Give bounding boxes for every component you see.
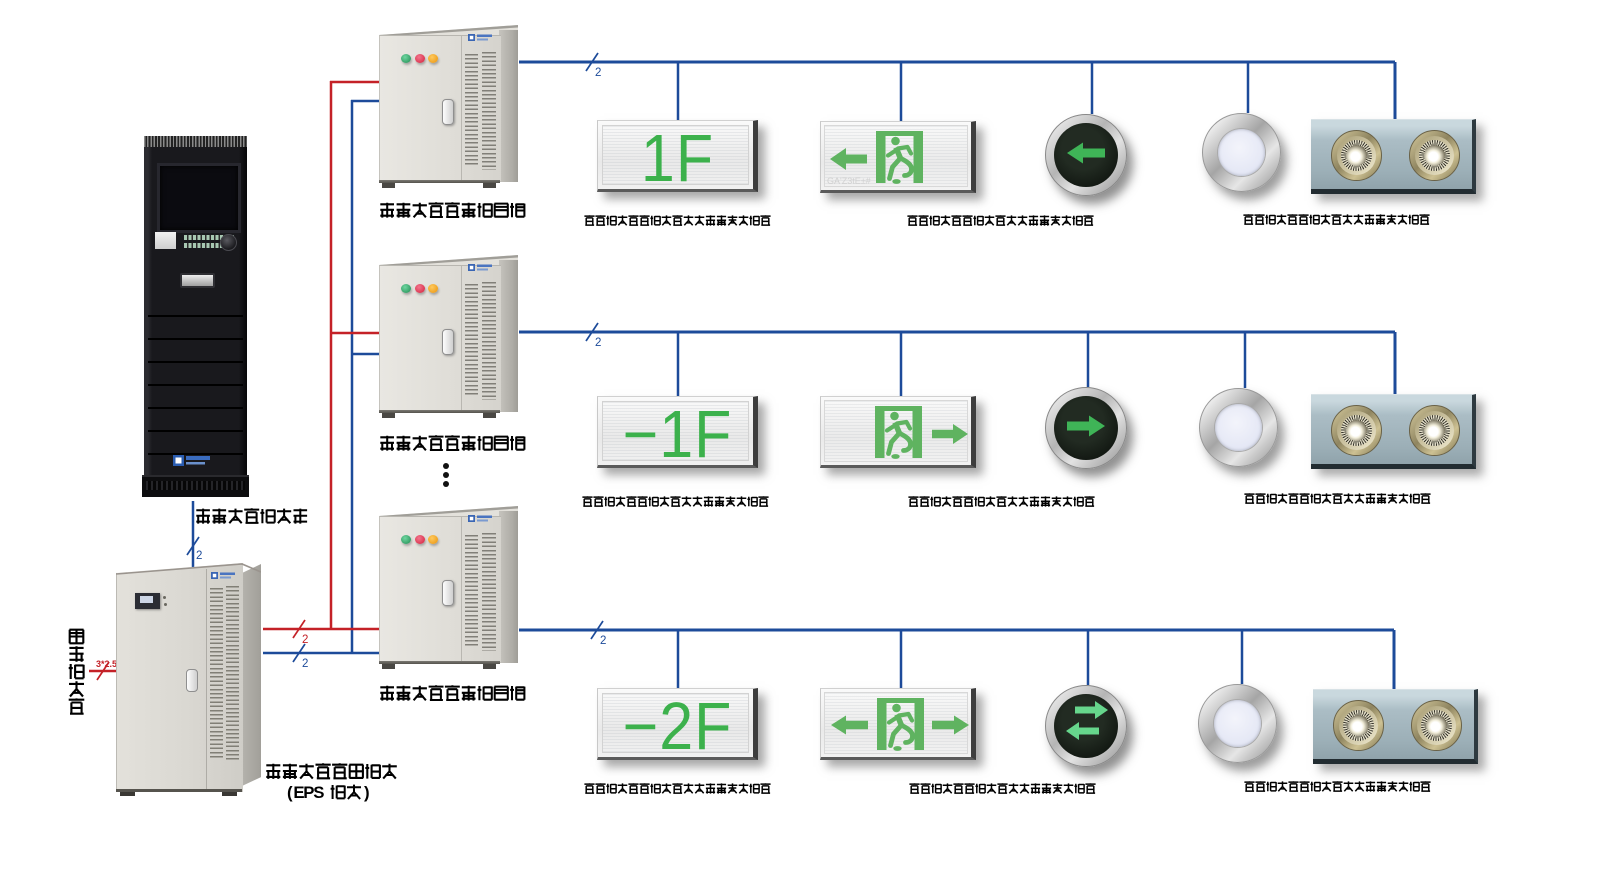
svg-text:(: ( [287,783,293,802]
svg-text:P: P [303,783,314,802]
svg-text:S: S [313,783,324,802]
svg-text:GA'Z3tE±#: GA'Z3tE±# [827,176,871,186]
svg-text:3*2.5: 3*2.5 [96,659,117,669]
svg-text:2: 2 [600,635,606,647]
svg-text:2: 2 [302,634,308,646]
svg-text:2: 2 [595,337,601,349]
svg-text:2: 2 [196,550,202,562]
svg-text:E: E [293,783,304,802]
svg-text:2: 2 [302,658,308,670]
svg-text:2: 2 [595,67,601,79]
svg-text:): ) [364,783,370,802]
